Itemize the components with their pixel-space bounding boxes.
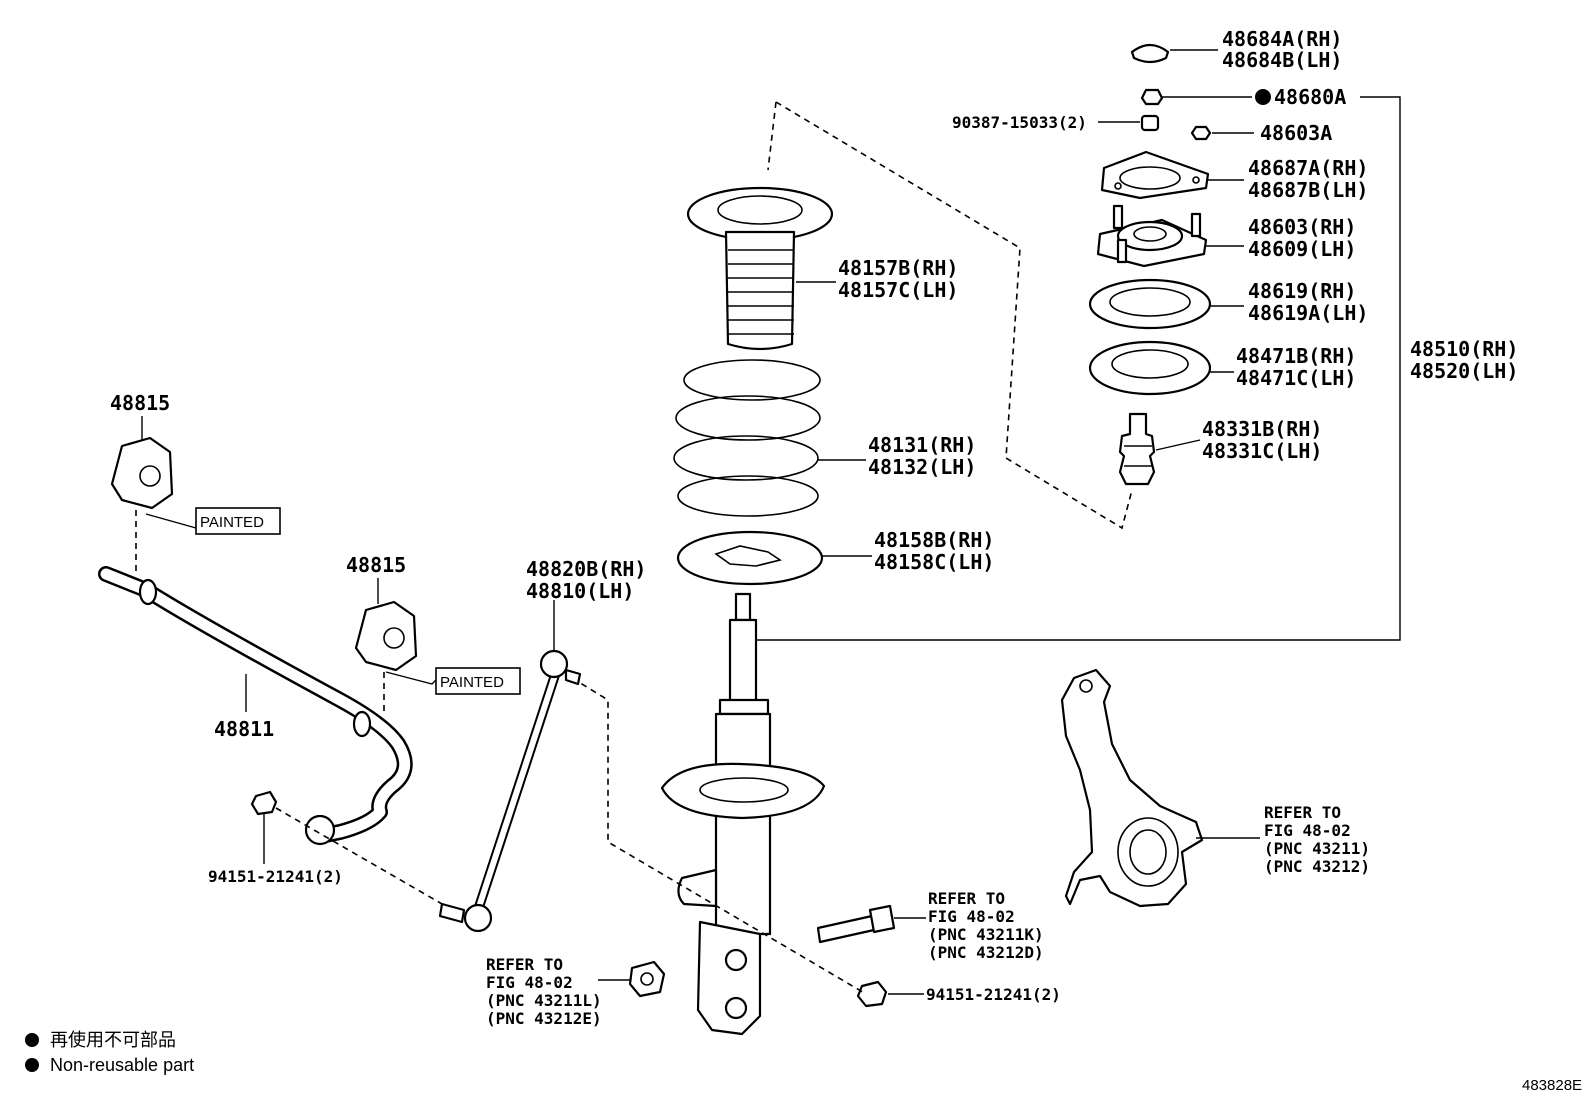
dashed-outline <box>767 101 777 171</box>
ref-knuckle-line2: FIG 48-02 <box>1264 821 1351 840</box>
nut-flange-part <box>628 960 666 998</box>
bushing-left-part <box>110 436 174 510</box>
ref-nut-line2: FIG 48-02 <box>486 973 573 992</box>
label-48603a: 48603A <box>1260 121 1332 145</box>
painted-box-right <box>435 667 521 695</box>
painted-label-right: PAINTED <box>440 674 504 691</box>
nut-94151-bar-part <box>250 790 278 816</box>
bushing-right-part <box>354 600 418 672</box>
label-48687b: 48687B(LH) <box>1248 178 1368 202</box>
ref-knuckle-line4: (PNC 43212) <box>1264 857 1370 876</box>
label-48603: 48603(RH) <box>1248 215 1356 239</box>
diagram-id: 483828E <box>1522 1077 1582 1094</box>
leader-line <box>385 671 437 685</box>
label-48687a: 48687A(RH) <box>1248 156 1368 180</box>
label-48680a: 48680A <box>1274 85 1346 109</box>
stabilizer-bar-part <box>98 566 413 846</box>
legend-jp: 再使用不可部品 <box>50 1030 176 1050</box>
ref-nut-line1: REFER TO <box>486 955 563 974</box>
legend-en: Non-reusable part <box>50 1055 194 1075</box>
ref-nut-line3: (PNC 43211L) <box>486 991 602 1010</box>
shock-absorber-part <box>660 592 826 1036</box>
dust-boot-part <box>686 186 834 351</box>
bracket-part <box>1100 150 1210 200</box>
label-48520: 48520(LH) <box>1410 359 1518 383</box>
nut-48680a-part <box>1140 88 1164 106</box>
label-48471c: 48471C(LH) <box>1236 366 1356 390</box>
steering-knuckle-part <box>1060 668 1204 908</box>
ref-bolt-line2: FIG 48-02 <box>928 907 1015 926</box>
lower-insulator-part <box>676 530 824 586</box>
label-nut-94151-link: 94151-21241(2) <box>926 985 1061 1004</box>
leader-line <box>1155 439 1201 451</box>
ref-bolt-line1: REFER TO <box>928 889 1005 908</box>
painted-box-left <box>195 507 281 535</box>
dashed-outline <box>775 101 1133 530</box>
legend-marker-icon <box>25 1058 39 1072</box>
leader-line <box>145 513 197 529</box>
label-48471b: 48471B(RH) <box>1236 344 1356 368</box>
bound-bumper-part <box>1118 412 1156 486</box>
label-48684b: 48684B(LH) <box>1222 48 1342 72</box>
ref-nut-line4: (PNC 43212E) <box>486 1009 602 1028</box>
label-48510: 48510(RH) <box>1410 337 1518 361</box>
coil-spring-part <box>673 359 821 517</box>
dashed-outline <box>571 677 867 995</box>
ref-bolt-line4: (PNC 43212D) <box>928 943 1044 962</box>
strut-support-part <box>1096 204 1208 268</box>
ref-knuckle-line1: REFER TO <box>1264 803 1341 822</box>
ref-knuckle-line3: (PNC 43211) <box>1264 839 1370 858</box>
label-48619: 48619(RH) <box>1248 279 1356 303</box>
label-48684a: 48684A(RH) <box>1222 27 1342 51</box>
nut-48603a-part <box>1190 125 1212 141</box>
label-48815-right: 48815 <box>346 553 406 577</box>
label-48158c: 48158C(LH) <box>874 550 994 574</box>
label-48820b: 48820B(RH) <box>526 557 646 581</box>
nut-90387-part <box>1140 114 1160 132</box>
legend-marker-icon <box>25 1033 39 1047</box>
label-48331c: 48331C(LH) <box>1202 439 1322 463</box>
label-48157c: 48157C(LH) <box>838 278 958 302</box>
painted-label-left: PAINTED <box>200 514 264 531</box>
nonreusable-marker-icon <box>1255 89 1271 105</box>
insulator-cap-part <box>1130 43 1170 64</box>
label-48619a: 48619A(LH) <box>1248 301 1368 325</box>
label-48131: 48131(RH) <box>868 433 976 457</box>
label-48815-left: 48815 <box>110 391 170 415</box>
bolt-part <box>816 904 896 944</box>
label-48811: 48811 <box>214 717 274 741</box>
bearing-part <box>1088 278 1212 330</box>
upper-seat-part <box>1088 340 1212 396</box>
strut-assembly-bracket <box>740 96 1401 641</box>
label-48609: 48609(LH) <box>1248 237 1356 261</box>
stabilizer-link-part <box>438 649 582 933</box>
label-48158b: 48158B(RH) <box>874 528 994 552</box>
label-48132: 48132(LH) <box>868 455 976 479</box>
label-nut-94151-bar: 94151-21241(2) <box>208 867 343 886</box>
ref-bolt-line3: (PNC 43211K) <box>928 925 1044 944</box>
label-48331b: 48331B(RH) <box>1202 417 1322 441</box>
label-90387: 90387-15033(2) <box>952 113 1087 132</box>
label-48810: 48810(LH) <box>526 579 634 603</box>
dashed-outline <box>275 807 443 905</box>
nut-94151-part <box>856 980 888 1008</box>
label-48157b: 48157B(RH) <box>838 256 958 280</box>
